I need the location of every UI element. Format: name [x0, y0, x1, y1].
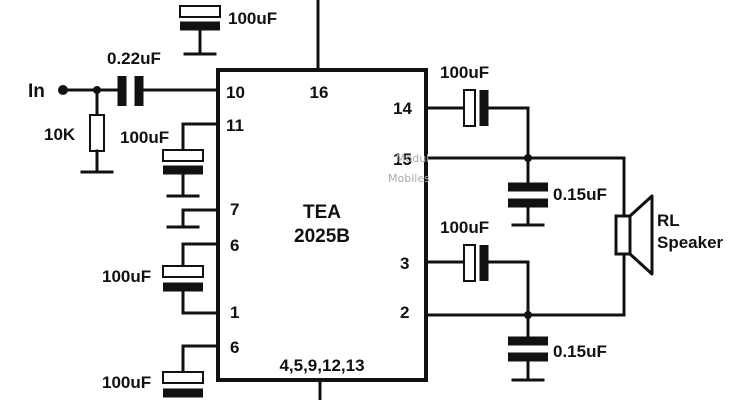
input-label: In — [28, 81, 45, 102]
label-c-input: 0.22uF — [107, 49, 161, 68]
ic-part-number: 2025B — [294, 226, 350, 247]
watermark-line1: Modul — [396, 152, 429, 165]
label-c-pin2: 0.15uF — [553, 342, 607, 361]
ic-name: TEA — [303, 202, 341, 223]
label-c-pin11: 100uF — [120, 128, 169, 147]
capacitor-input — [117, 76, 220, 106]
capacitor-top — [179, 5, 221, 56]
capacitor-pin3 — [424, 244, 530, 317]
label-c-pin14: 100uF — [440, 63, 489, 82]
label-c-pin6-pin1: 100uF — [102, 267, 151, 286]
label-c-pin6b: 100uF — [102, 373, 151, 392]
capacitor-pin14 — [424, 89, 530, 160]
pin-gnd-label: 4,5,9,12,13 — [279, 356, 364, 375]
pin-6b-label: 6 — [230, 338, 239, 357]
input-terminal — [58, 85, 120, 95]
pin-2-label: 2 — [400, 303, 409, 322]
capacitor-pin11 — [162, 122, 220, 198]
ic-body — [216, 68, 428, 382]
pin7-ground — [166, 208, 220, 229]
watermark-line2: Mobiles — [388, 172, 430, 185]
pin-11-label: 11 — [226, 116, 244, 135]
capacitor-pin6b — [162, 344, 220, 398]
pin-1-label: 1 — [230, 303, 239, 322]
label-c-top: 100uF — [228, 9, 277, 28]
label-speaker: Speaker — [657, 233, 724, 252]
pin-6a-label: 6 — [230, 236, 239, 255]
label-speaker-rl: RL — [657, 211, 680, 230]
pin-15-label: 15 — [393, 150, 412, 169]
label-c-pin15: 0.15uF — [553, 185, 607, 204]
pin-10-label: 10 — [226, 83, 245, 102]
pin-3-label: 3 — [400, 254, 409, 273]
pin15-output-net — [424, 154, 626, 227]
capacitor-pin6-pin1 — [162, 242, 220, 315]
label-c-pin3: 100uF — [440, 218, 489, 237]
pin-7-label: 7 — [230, 200, 239, 219]
label-resistor: 10K — [44, 125, 76, 144]
pin-16-label: 16 — [310, 83, 329, 102]
pin2-output-net — [424, 252, 626, 382]
resistor-10k — [80, 88, 114, 174]
speaker-icon — [614, 194, 654, 276]
pin-14-label: 14 — [393, 99, 412, 118]
